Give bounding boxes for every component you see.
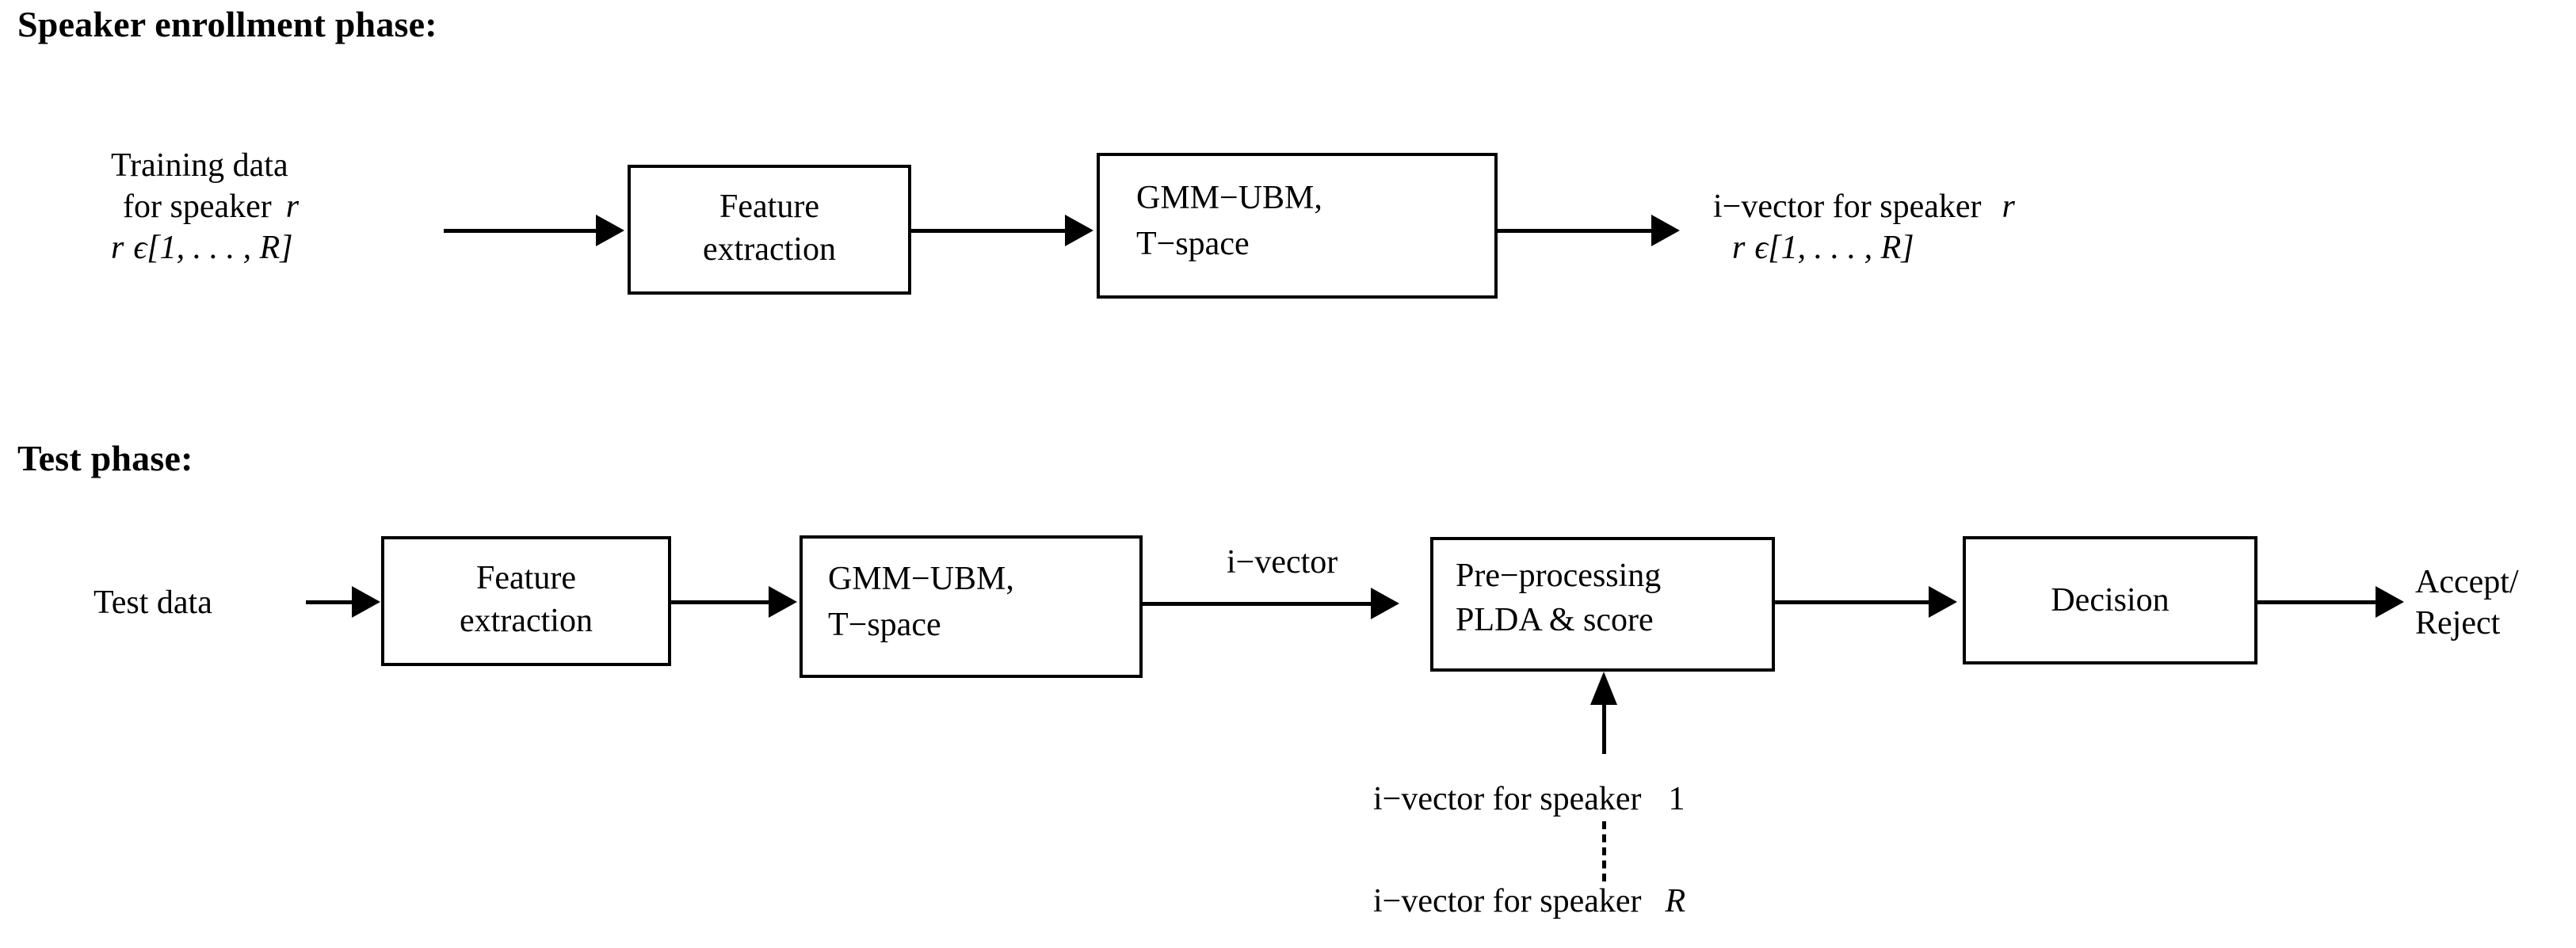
test-enrolled-model-r: i−vector for speaker R bbox=[1373, 881, 1685, 922]
enrollment-block-gmm-ubm-line1: GMM−UBM, bbox=[1136, 180, 1322, 216]
enrollment-input-label-line2: for speaker r bbox=[123, 186, 299, 227]
test-enrolled-models-continuation-dashed-line bbox=[1602, 821, 1606, 881]
test-block-decision-label: Decision bbox=[2051, 582, 2170, 619]
test-arrow-2-line bbox=[671, 600, 771, 604]
enrollment-arrow-3-head bbox=[1651, 215, 1680, 246]
test-arrow-3-head bbox=[1371, 588, 1399, 619]
enrollment-arrow-3-line bbox=[1498, 229, 1653, 233]
enrollment-arrow-1-head bbox=[596, 215, 624, 246]
enrollment-output-range-var: r bbox=[1732, 230, 1746, 266]
enrollment-arrow-1-line bbox=[444, 229, 599, 233]
test-enrolled-models-arrow-head bbox=[1590, 672, 1617, 705]
test-arrow-1-line bbox=[306, 600, 355, 604]
enrollment-input-label-line2-text: for speaker bbox=[123, 188, 272, 225]
enrollment-block-feature-extraction-line2: extraction bbox=[703, 231, 836, 268]
enrollment-output-range-set: ϵ[1, . . . , R] bbox=[1754, 230, 1914, 266]
test-arrow-4-line bbox=[1775, 600, 1930, 604]
test-output-label-line2: Reject bbox=[2415, 605, 2501, 642]
test-block-gmm-ubm[interactable]: GMM−UBM, T−space bbox=[800, 535, 1143, 678]
test-arrow-5-line bbox=[2257, 600, 2378, 604]
test-block-pre-processing-plda-line2: PLDA & score bbox=[1456, 602, 1654, 638]
test-block-gmm-ubm-line2: T−space bbox=[828, 607, 941, 643]
test-arrow-3-line bbox=[1143, 602, 1372, 606]
test-enrolled-model-r-text: i−vector for speaker bbox=[1373, 883, 1642, 919]
test-arrow-5-head bbox=[2376, 586, 2404, 618]
enrollment-output-speaker-var: r bbox=[2002, 188, 2015, 225]
test-enrolled-model-1: i−vector for speaker 1 bbox=[1373, 779, 1685, 820]
enrollment-phase-title: Speaker enrollment phase: bbox=[17, 4, 437, 44]
enrollment-input-label-line1: Training data bbox=[111, 147, 288, 184]
test-phase-title: Test phase: bbox=[17, 438, 193, 478]
enrollment-block-feature-extraction-line1: Feature bbox=[719, 188, 819, 225]
enrollment-input-range-var: r bbox=[111, 230, 124, 266]
enrollment-arrow-2-head bbox=[1065, 215, 1093, 246]
enrollment-block-gmm-ubm[interactable]: GMM−UBM, T−space bbox=[1097, 153, 1498, 299]
test-enrolled-models-arrow-line bbox=[1602, 705, 1606, 754]
test-enrolled-model-r-index: R bbox=[1665, 883, 1686, 919]
test-arrow-2-head bbox=[769, 586, 797, 618]
enrollment-input-range-set: ϵ[1, . . . , R] bbox=[133, 230, 293, 266]
test-block-feature-extraction[interactable]: Feature extraction bbox=[381, 536, 671, 666]
test-enrolled-model-1-index: 1 bbox=[1668, 781, 1685, 817]
enrollment-output-label-text: i−vector for speaker bbox=[1713, 188, 1982, 225]
enrollment-arrow-2-line bbox=[911, 229, 1067, 233]
test-block-decision[interactable]: Decision bbox=[1963, 536, 2257, 664]
test-edge-label-i-vector: i−vector bbox=[1227, 544, 1338, 581]
enrollment-block-feature-extraction[interactable]: Feature extraction bbox=[628, 165, 911, 295]
test-block-feature-extraction-line2: extraction bbox=[460, 603, 593, 639]
test-arrow-1-head bbox=[352, 586, 380, 618]
test-output-label-line1: Accept/ bbox=[2415, 564, 2519, 600]
test-enrolled-model-1-text: i−vector for speaker bbox=[1373, 781, 1642, 817]
test-block-pre-processing-plda-line1: Pre−processing bbox=[1456, 558, 1662, 594]
enrollment-input-speaker-var: r bbox=[285, 188, 300, 225]
test-block-pre-processing-plda[interactable]: Pre−processing PLDA & score bbox=[1430, 537, 1775, 672]
enrollment-output-label-line1: i−vector for speaker r bbox=[1713, 186, 2015, 227]
test-block-gmm-ubm-line1: GMM−UBM, bbox=[828, 561, 1014, 597]
test-input-label: Test data bbox=[93, 584, 212, 621]
test-arrow-4-head bbox=[1929, 586, 1957, 618]
test-block-feature-extraction-line1: Feature bbox=[476, 560, 576, 596]
enrollment-block-gmm-ubm-line2: T−space bbox=[1136, 226, 1250, 262]
